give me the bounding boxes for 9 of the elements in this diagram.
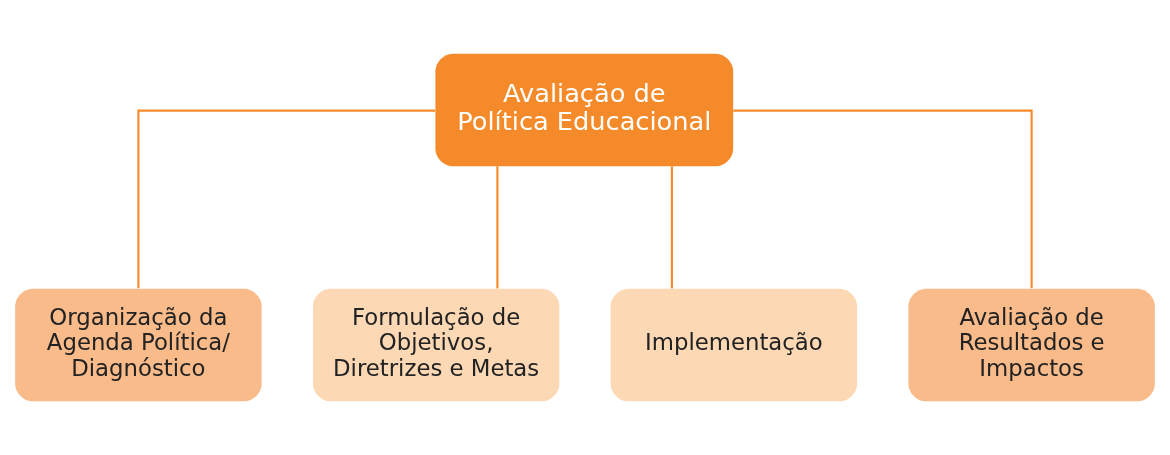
- connector: [496, 166, 499, 289]
- connector: [137, 109, 436, 289]
- node-box: Implementação: [610, 288, 858, 402]
- node-box: Formulação de Objetivos, Diretrizes e Metas: [312, 288, 560, 402]
- connector: [733, 109, 1033, 289]
- connector: [670, 166, 673, 289]
- node-box: Organização da Agenda Política/ Diagnóstico: [15, 288, 262, 402]
- node-box: Avaliação de Política Educacional: [435, 53, 734, 167]
- node-box: Avaliação de Resultados e Impactos: [908, 288, 1155, 402]
